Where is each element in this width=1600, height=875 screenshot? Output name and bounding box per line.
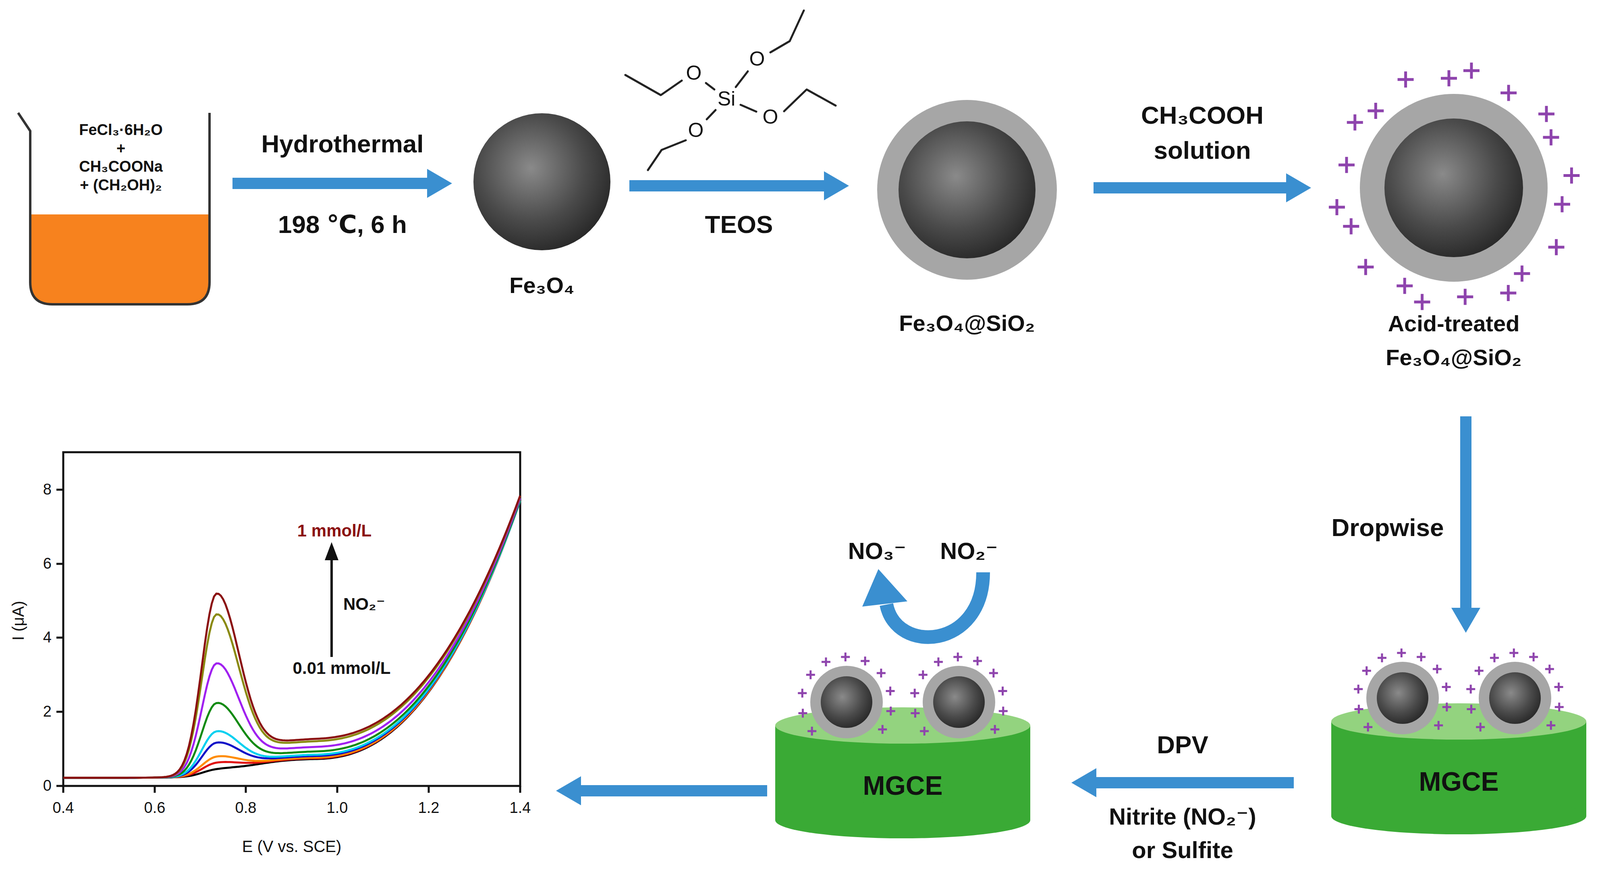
atom-label: O — [749, 47, 766, 71]
acid-treated-sphere-shape — [1359, 93, 1548, 282]
dpv-curve — [63, 500, 521, 778]
node-label: Fe₃O₄@SiO₂ — [898, 310, 1035, 337]
tick-label: 1.0 — [326, 798, 349, 817]
atom-label: O — [686, 61, 702, 86]
node-label: FeCl₃·6H₂O + CH₃COONa + (CH₂OH)₂ — [78, 120, 163, 195]
axis-title: I (μA) — [8, 600, 28, 641]
atom-label: Si — [717, 87, 736, 111]
node-label: MGCE — [863, 770, 943, 802]
process-arrow — [556, 776, 768, 806]
conversion-arrow — [862, 568, 984, 638]
tick-label: 2 — [43, 702, 52, 721]
tick-label: 8 — [43, 480, 52, 499]
dpv-curve — [63, 500, 521, 778]
chart-frame — [56, 452, 521, 793]
arrow-label: TEOS — [705, 209, 774, 239]
annotation: NO₂⁻ — [940, 537, 998, 565]
node-label: 0.01 mmol/L — [292, 658, 391, 678]
tick-label: 4 — [43, 628, 52, 647]
tick-label: 1.2 — [418, 798, 440, 817]
dpv-curve — [63, 495, 521, 778]
core-shell-sphere: Fe₃O₄@SiO₂ — [877, 99, 1057, 280]
arrow-label: Hydrothermal — [261, 129, 424, 158]
electrode: MGCE — [775, 664, 1031, 839]
beaker-shape — [18, 112, 210, 305]
tick-label: 0.6 — [144, 798, 166, 817]
annotation: NO₃⁻ — [848, 537, 907, 565]
node-label: Acid-treated Fe₃O₄@SiO₂ — [1348, 306, 1559, 375]
node-label: NO₂⁻ — [343, 594, 386, 614]
process-arrow — [1093, 173, 1312, 203]
annotation: Nitrite (NO₂⁻) — [1108, 803, 1257, 831]
tick-label: 0 — [43, 776, 52, 795]
node-label: MGCE — [1419, 766, 1499, 797]
tick-label: 6 — [43, 554, 52, 573]
electrode-shape — [775, 664, 1031, 839]
tick-label: 0.8 — [235, 798, 257, 817]
arrow-label: DPV — [1156, 730, 1208, 759]
atom-label: O — [688, 118, 704, 143]
dpv-curves — [63, 495, 521, 778]
fe3o4-sphere-shape — [473, 113, 611, 251]
dpv-chart: 1 mmol/L NO₂⁻ 0.01 mmol/L — [63, 452, 521, 786]
dpv-curve — [63, 500, 521, 778]
atom-label: O — [762, 105, 779, 129]
acid-treated-sphere: Acid-treated Fe₃O₄@SiO₂ — [1359, 93, 1548, 282]
node-label: Fe₃O₄ — [509, 272, 575, 299]
process-arrow — [1071, 767, 1294, 797]
beaker: FeCl₃·6H₂O + CH₃COONa + (CH₂OH)₂ — [18, 112, 210, 305]
dpv-curve — [63, 498, 521, 778]
annotation: or Sulfite — [1131, 836, 1233, 864]
fe3o4-sphere: Fe₃O₄ — [473, 113, 611, 251]
electrode-shape — [1331, 660, 1587, 835]
process-arrow — [1451, 416, 1481, 633]
annotation: 198 ℃, 6 h — [278, 209, 407, 239]
dpv-curve — [63, 500, 521, 778]
process-arrow — [232, 168, 453, 198]
dpv-curve — [63, 500, 521, 778]
dpv-curve — [63, 495, 521, 778]
axis-title: E (V vs. SCE) — [242, 836, 342, 856]
concentration-arrow — [324, 541, 339, 657]
arrow-label: Dropwise — [1331, 512, 1444, 542]
core-shell-sphere-shape — [877, 99, 1057, 280]
electrode: MGCE — [1331, 660, 1587, 835]
process-arrow — [629, 171, 849, 201]
dpv-curve — [63, 499, 521, 778]
node-label: 1 mmol/L — [297, 520, 372, 541]
tick-label: 0.4 — [52, 798, 75, 817]
teos-bonds — [625, 10, 836, 171]
arrow-label: CH₃COOH solution — [1117, 97, 1287, 169]
tick-label: 1.4 — [509, 798, 532, 817]
